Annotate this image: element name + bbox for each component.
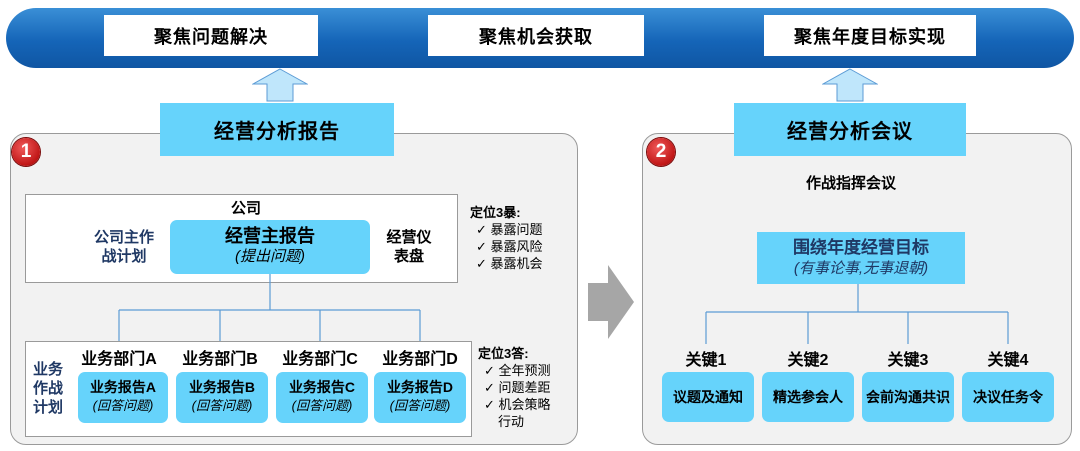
step-badge-2: 2	[647, 138, 675, 166]
department-d-label: 业务部门D	[382, 351, 458, 368]
goal-annual-target: 聚焦年度目标实现	[764, 15, 976, 56]
business-report-d: 业务报告D (回答问题)	[374, 372, 466, 423]
key-item-consensus: 会前沟通共识	[862, 372, 954, 422]
main-report-box: 经营主报告 (提出问题)	[170, 220, 370, 274]
annual-target-box: 围绕年度经营目标 (有事论事,无事退朝)	[757, 232, 965, 284]
key-1-label: 关键1	[685, 352, 727, 369]
department-c-label: 业务部门C	[282, 351, 358, 368]
business-report-a: 业务报告A (回答问题)	[78, 372, 168, 423]
key-3-label: 关键3	[887, 352, 929, 369]
key-item-resolution: 决议任务令	[962, 372, 1054, 422]
position-expose-note: 定位3暴: ✓ 暴露问题 ✓ 暴露风险 ✓ 暴露机会	[470, 205, 543, 271]
business-report-b: 业务报告B (回答问题)	[176, 372, 268, 423]
department-b-label: 业务部门B	[182, 351, 258, 368]
business-report-c: 业务报告C (回答问题)	[276, 372, 368, 423]
company-label: 公司	[230, 200, 261, 217]
key-4-label: 关键4	[987, 352, 1029, 369]
up-arrow-icon	[252, 68, 308, 102]
key-item-agenda: 议题及通知	[662, 372, 754, 422]
goal-problem-solving: 聚焦问题解决	[104, 15, 318, 56]
company-strategy-plan: 公司主作 战计划	[93, 229, 154, 265]
department-a-label: 业务部门A	[81, 351, 157, 368]
key-item-participants: 精选参会人	[762, 372, 854, 422]
battle-command-meeting: 作战指挥会议	[805, 175, 896, 192]
analysis-report-title: 经营分析报告	[160, 103, 394, 156]
goal-opportunity: 聚焦机会获取	[428, 15, 644, 56]
business-battle-plan: 业务 作战 计划	[32, 361, 63, 416]
step-badge-1: 1	[12, 138, 40, 166]
left-connector-lines	[118, 274, 421, 343]
key-2-label: 关键2	[787, 352, 829, 369]
position-answer-note: 定位3答: ✓ 全年预测 ✓ 问题差距 ✓ 机会策略 行动	[478, 346, 551, 429]
right-arrow-icon	[588, 265, 634, 339]
analysis-meeting-title: 经营分析会议	[734, 103, 966, 156]
business-dashboard: 经营仪 表盘	[386, 229, 432, 265]
up-arrow-icon	[822, 68, 878, 102]
